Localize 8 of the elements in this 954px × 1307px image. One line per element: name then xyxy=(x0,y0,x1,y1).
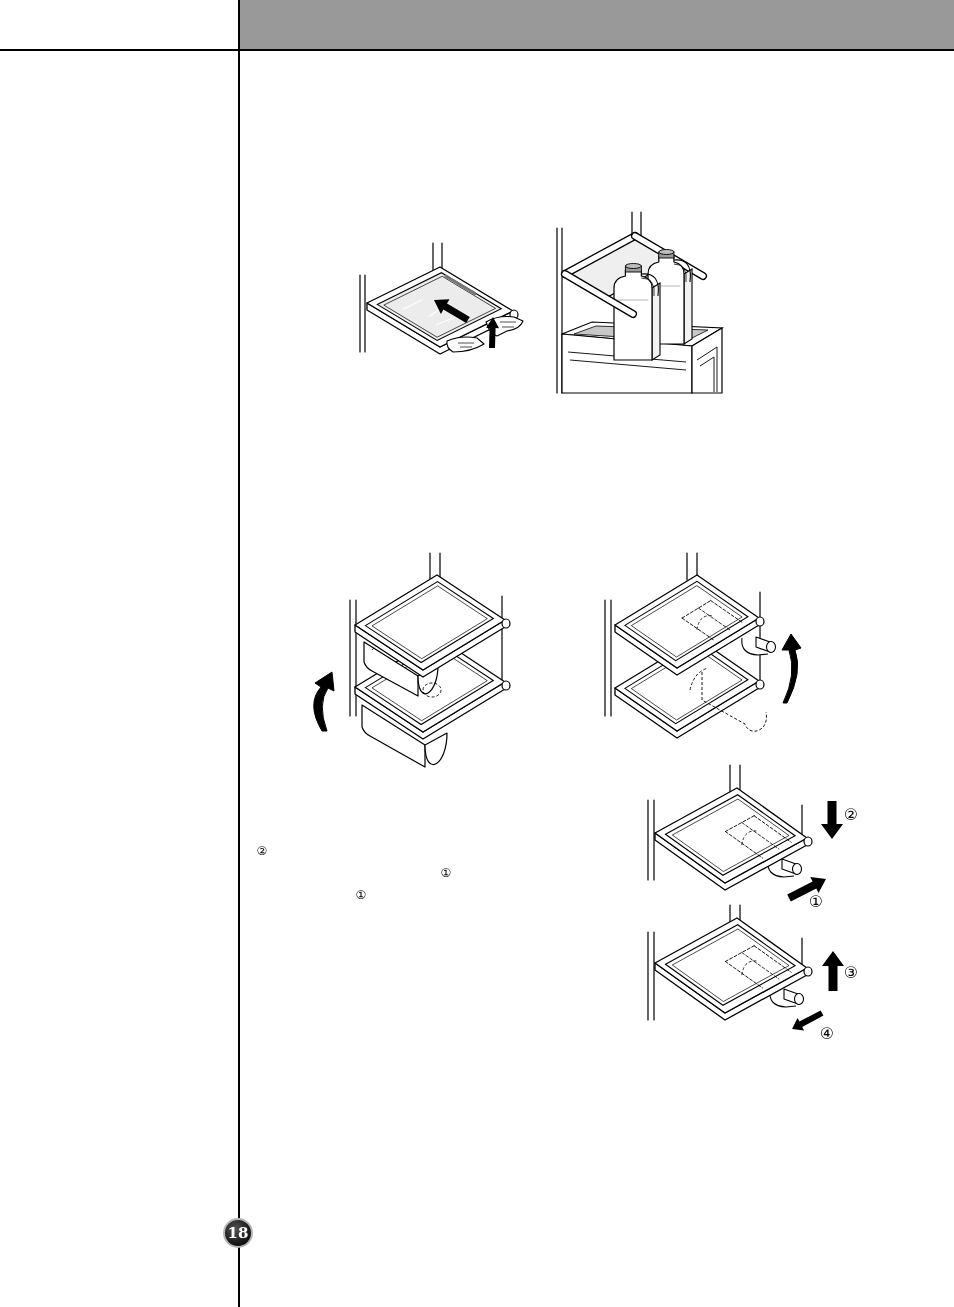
step-number: ① xyxy=(440,867,452,879)
callout-number: ③ xyxy=(843,965,859,981)
page-number: 18 xyxy=(223,1218,253,1248)
callout-number: ① xyxy=(808,894,824,910)
step-number: ② xyxy=(256,845,268,857)
callout-number: ② xyxy=(843,807,859,823)
callout-number: ④ xyxy=(819,1026,835,1042)
step-number: ① xyxy=(355,889,367,901)
